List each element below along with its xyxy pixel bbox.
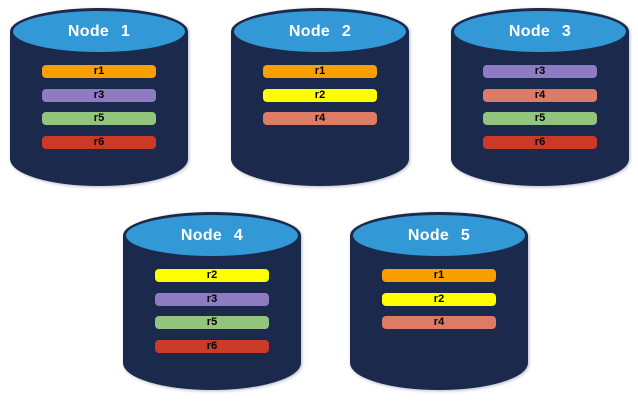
replica-label: r2 xyxy=(314,88,326,101)
cylinder-body xyxy=(123,235,301,390)
node-cylinder: Node 2 r1 r2 r4 xyxy=(231,8,409,186)
replica-bar: r4 xyxy=(263,112,377,125)
replica-bar: r1 xyxy=(42,65,156,78)
replica-list: r2 r3 r5 r6 xyxy=(123,269,301,353)
replica-bar: r2 xyxy=(382,292,496,306)
replica-bar: r5 xyxy=(42,112,156,125)
replica-label: r6 xyxy=(206,339,218,352)
replica-label: r3 xyxy=(93,88,105,101)
replica-label: r6 xyxy=(93,135,105,148)
cylinder-top: Node 1 xyxy=(10,8,188,55)
node-cylinder: Node 1 r1 r3 r5 r6 xyxy=(10,8,188,186)
replica-label: r2 xyxy=(206,269,218,281)
cylinder-body xyxy=(10,31,188,186)
replica-bar: r1 xyxy=(263,65,377,78)
cylinder-top: Node 4 xyxy=(123,212,301,259)
node-cylinder: Node 5 r1 r2 r4 xyxy=(350,212,528,390)
replica-bar: r4 xyxy=(483,88,597,102)
replica-list: r1 r3 r5 r6 xyxy=(10,65,188,149)
replica-bar: r5 xyxy=(483,112,597,125)
replica-bar: r2 xyxy=(263,88,377,102)
node-label: Node 1 xyxy=(67,23,131,40)
replica-list: r1 r2 r4 xyxy=(350,269,528,329)
replica-list: r1 r2 r4 xyxy=(231,65,409,125)
replica-bar: r1 xyxy=(382,269,496,282)
replica-label: r1 xyxy=(93,65,105,77)
replica-label: r5 xyxy=(93,112,105,124)
replica-bar: r2 xyxy=(155,269,269,282)
replica-bar: r3 xyxy=(155,292,269,306)
replica-label: r4 xyxy=(314,112,326,124)
cylinder-top: Node 2 xyxy=(231,8,409,55)
replica-label: r3 xyxy=(534,65,546,77)
replica-bar: r3 xyxy=(42,88,156,102)
replica-bar: r4 xyxy=(382,316,496,329)
replica-bar: r6 xyxy=(155,339,269,353)
node-cylinder: Node 3 r3 r4 r5 r6 xyxy=(451,8,629,186)
replica-bar: r6 xyxy=(42,135,156,149)
replica-label: r5 xyxy=(534,112,546,124)
node-label: Node 2 xyxy=(288,23,352,40)
replica-label: r2 xyxy=(433,292,445,305)
cylinder-top: Node 3 xyxy=(451,8,629,55)
replica-label: r1 xyxy=(314,65,326,77)
replica-label: r3 xyxy=(206,292,218,305)
replica-label: r1 xyxy=(433,269,445,281)
replica-label: r4 xyxy=(534,88,546,101)
replica-list: r3 r4 r5 r6 xyxy=(451,65,629,149)
replica-label: r6 xyxy=(534,135,546,148)
node-label: Node 4 xyxy=(180,227,244,244)
replica-label: r5 xyxy=(206,316,218,328)
node-label: Node 5 xyxy=(407,227,471,244)
replica-bar: r5 xyxy=(155,316,269,329)
replica-bar: r6 xyxy=(483,135,597,149)
node-label: Node 3 xyxy=(508,23,572,40)
cylinder-body xyxy=(451,31,629,186)
cylinder-body xyxy=(231,31,409,186)
replica-bar: r3 xyxy=(483,65,597,78)
replica-label: r4 xyxy=(433,316,445,328)
cylinder-body xyxy=(350,235,528,390)
cylinder-top: Node 5 xyxy=(350,212,528,259)
node-cylinder: Node 4 r2 r3 r5 r6 xyxy=(123,212,301,390)
